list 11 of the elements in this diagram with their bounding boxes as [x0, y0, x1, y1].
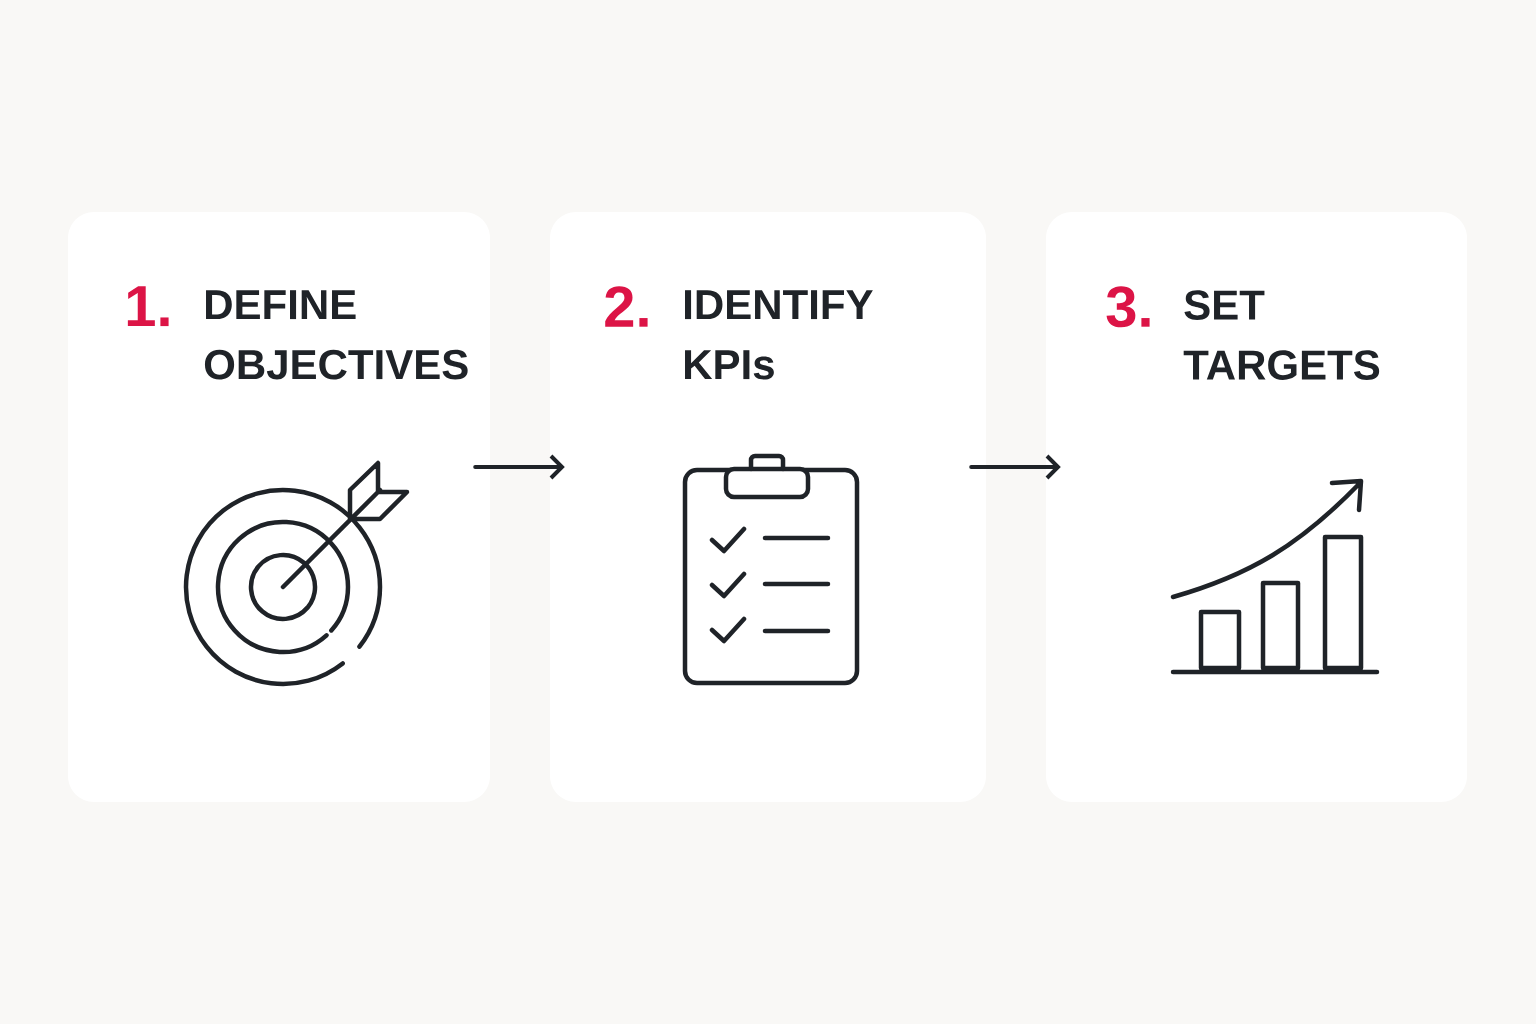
arrow: [969, 454, 1061, 480]
step-number: 1.: [127, 286, 169, 327]
step-number: 2.: [605, 286, 648, 327]
arrow: [473, 454, 565, 480]
step-number: 3.: [1106, 286, 1150, 328]
step-title: DEFINE OBJECTIVES: [204, 290, 468, 380]
step-title: IDENTIFY KPIs: [685, 290, 873, 380]
step-card: [1046, 212, 1467, 802]
step-title: SET TARGETS: [1183, 290, 1380, 380]
step-card: [68, 212, 490, 802]
step-card: [550, 212, 986, 802]
